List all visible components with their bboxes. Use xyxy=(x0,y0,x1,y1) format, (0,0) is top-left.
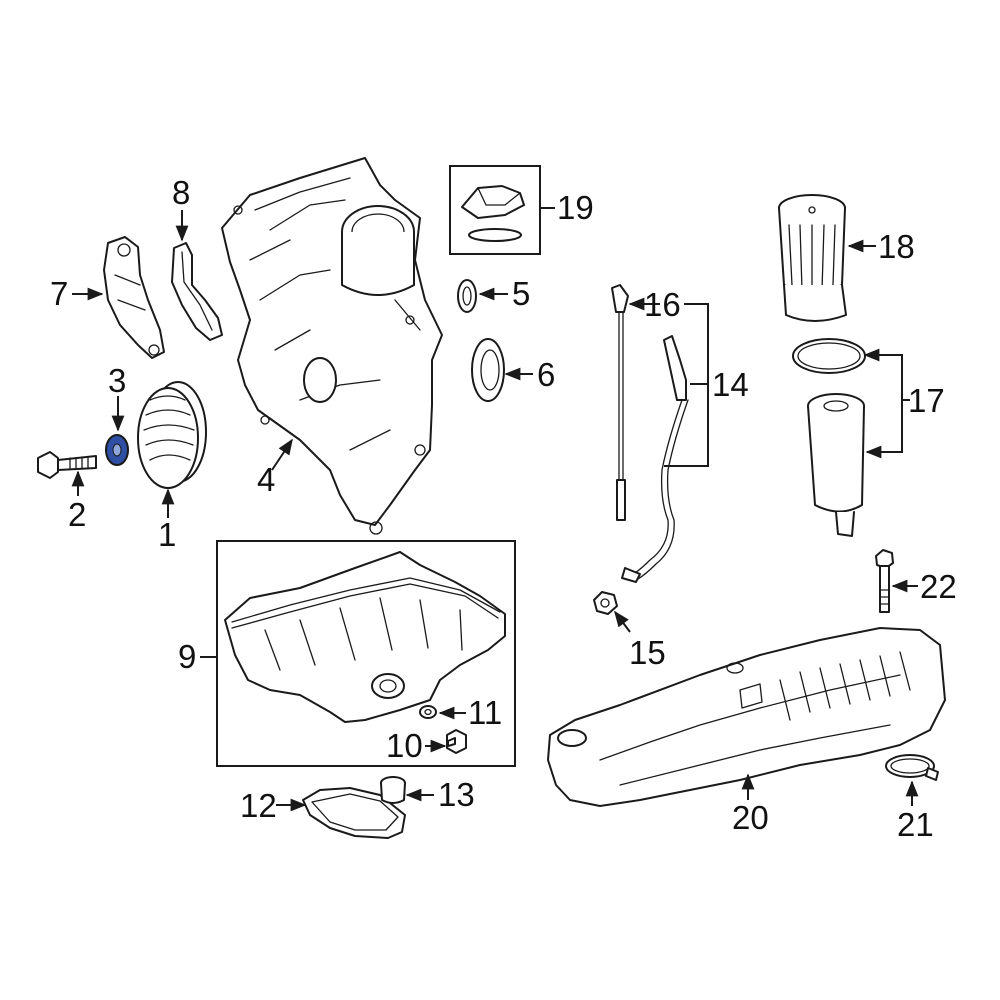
callout-11: 11 xyxy=(468,694,502,731)
oil-filter-element-part[interactable] xyxy=(792,338,866,537)
callout-4: 4 xyxy=(257,461,275,498)
cover-bracket-part[interactable] xyxy=(103,236,165,359)
small-seal-part[interactable] xyxy=(457,279,477,313)
callout-5: 5 xyxy=(512,275,530,312)
callout-labels: 1 2 3 4 5 6 7 8 9 10 11 12 13 14 15 16 1… xyxy=(50,174,957,843)
callout-1: 1 xyxy=(158,516,176,553)
callout-15: 15 xyxy=(629,634,666,671)
callout-19: 19 xyxy=(557,189,594,226)
cover-gasket-part[interactable] xyxy=(171,242,223,341)
front-crank-seal-part[interactable] xyxy=(471,338,505,402)
pulley-washer-part[interactable] xyxy=(105,434,129,466)
callout-12: 12 xyxy=(240,787,277,824)
callout-22: 22 xyxy=(920,568,957,605)
pan-gasket-part[interactable] xyxy=(302,787,406,839)
callout-13: 13 xyxy=(438,776,475,813)
oil-pan-box xyxy=(216,540,516,767)
manifold-bolt-part[interactable] xyxy=(875,549,894,613)
leader-lines xyxy=(71,207,919,812)
callout-14: 14 xyxy=(712,366,749,403)
oil-pan-part[interactable] xyxy=(224,551,506,723)
drain-plug-part[interactable] xyxy=(446,729,467,754)
filler-plug-part[interactable] xyxy=(380,776,406,804)
callout-9: 9 xyxy=(178,638,196,675)
dipstick-part[interactable] xyxy=(611,284,629,521)
filter-housing-cap-part[interactable] xyxy=(778,194,847,322)
callout-7: 7 xyxy=(50,275,68,312)
drain-plug-washer-part[interactable] xyxy=(419,705,437,719)
oil-cap-part[interactable] xyxy=(461,185,525,242)
oil-cap-box xyxy=(449,165,541,255)
callout-16: 16 xyxy=(644,286,681,323)
callout-3: 3 xyxy=(108,362,126,399)
timing-cover-part[interactable] xyxy=(221,157,443,535)
callout-10: 10 xyxy=(386,727,423,764)
callout-6: 6 xyxy=(537,356,555,393)
callout-17: 17 xyxy=(908,382,945,419)
pulley-bolt-part[interactable] xyxy=(37,451,97,479)
dipstick-tube-part[interactable] xyxy=(593,335,689,615)
callout-2: 2 xyxy=(68,496,86,533)
callout-8: 8 xyxy=(172,174,190,211)
hose-clamp-part[interactable] xyxy=(885,754,939,781)
callout-20: 20 xyxy=(732,799,769,836)
intake-manifold-part[interactable] xyxy=(547,627,946,807)
callout-21: 21 xyxy=(897,806,934,843)
callout-18: 18 xyxy=(878,228,915,265)
crankshaft-pulley-part[interactable] xyxy=(137,381,207,489)
